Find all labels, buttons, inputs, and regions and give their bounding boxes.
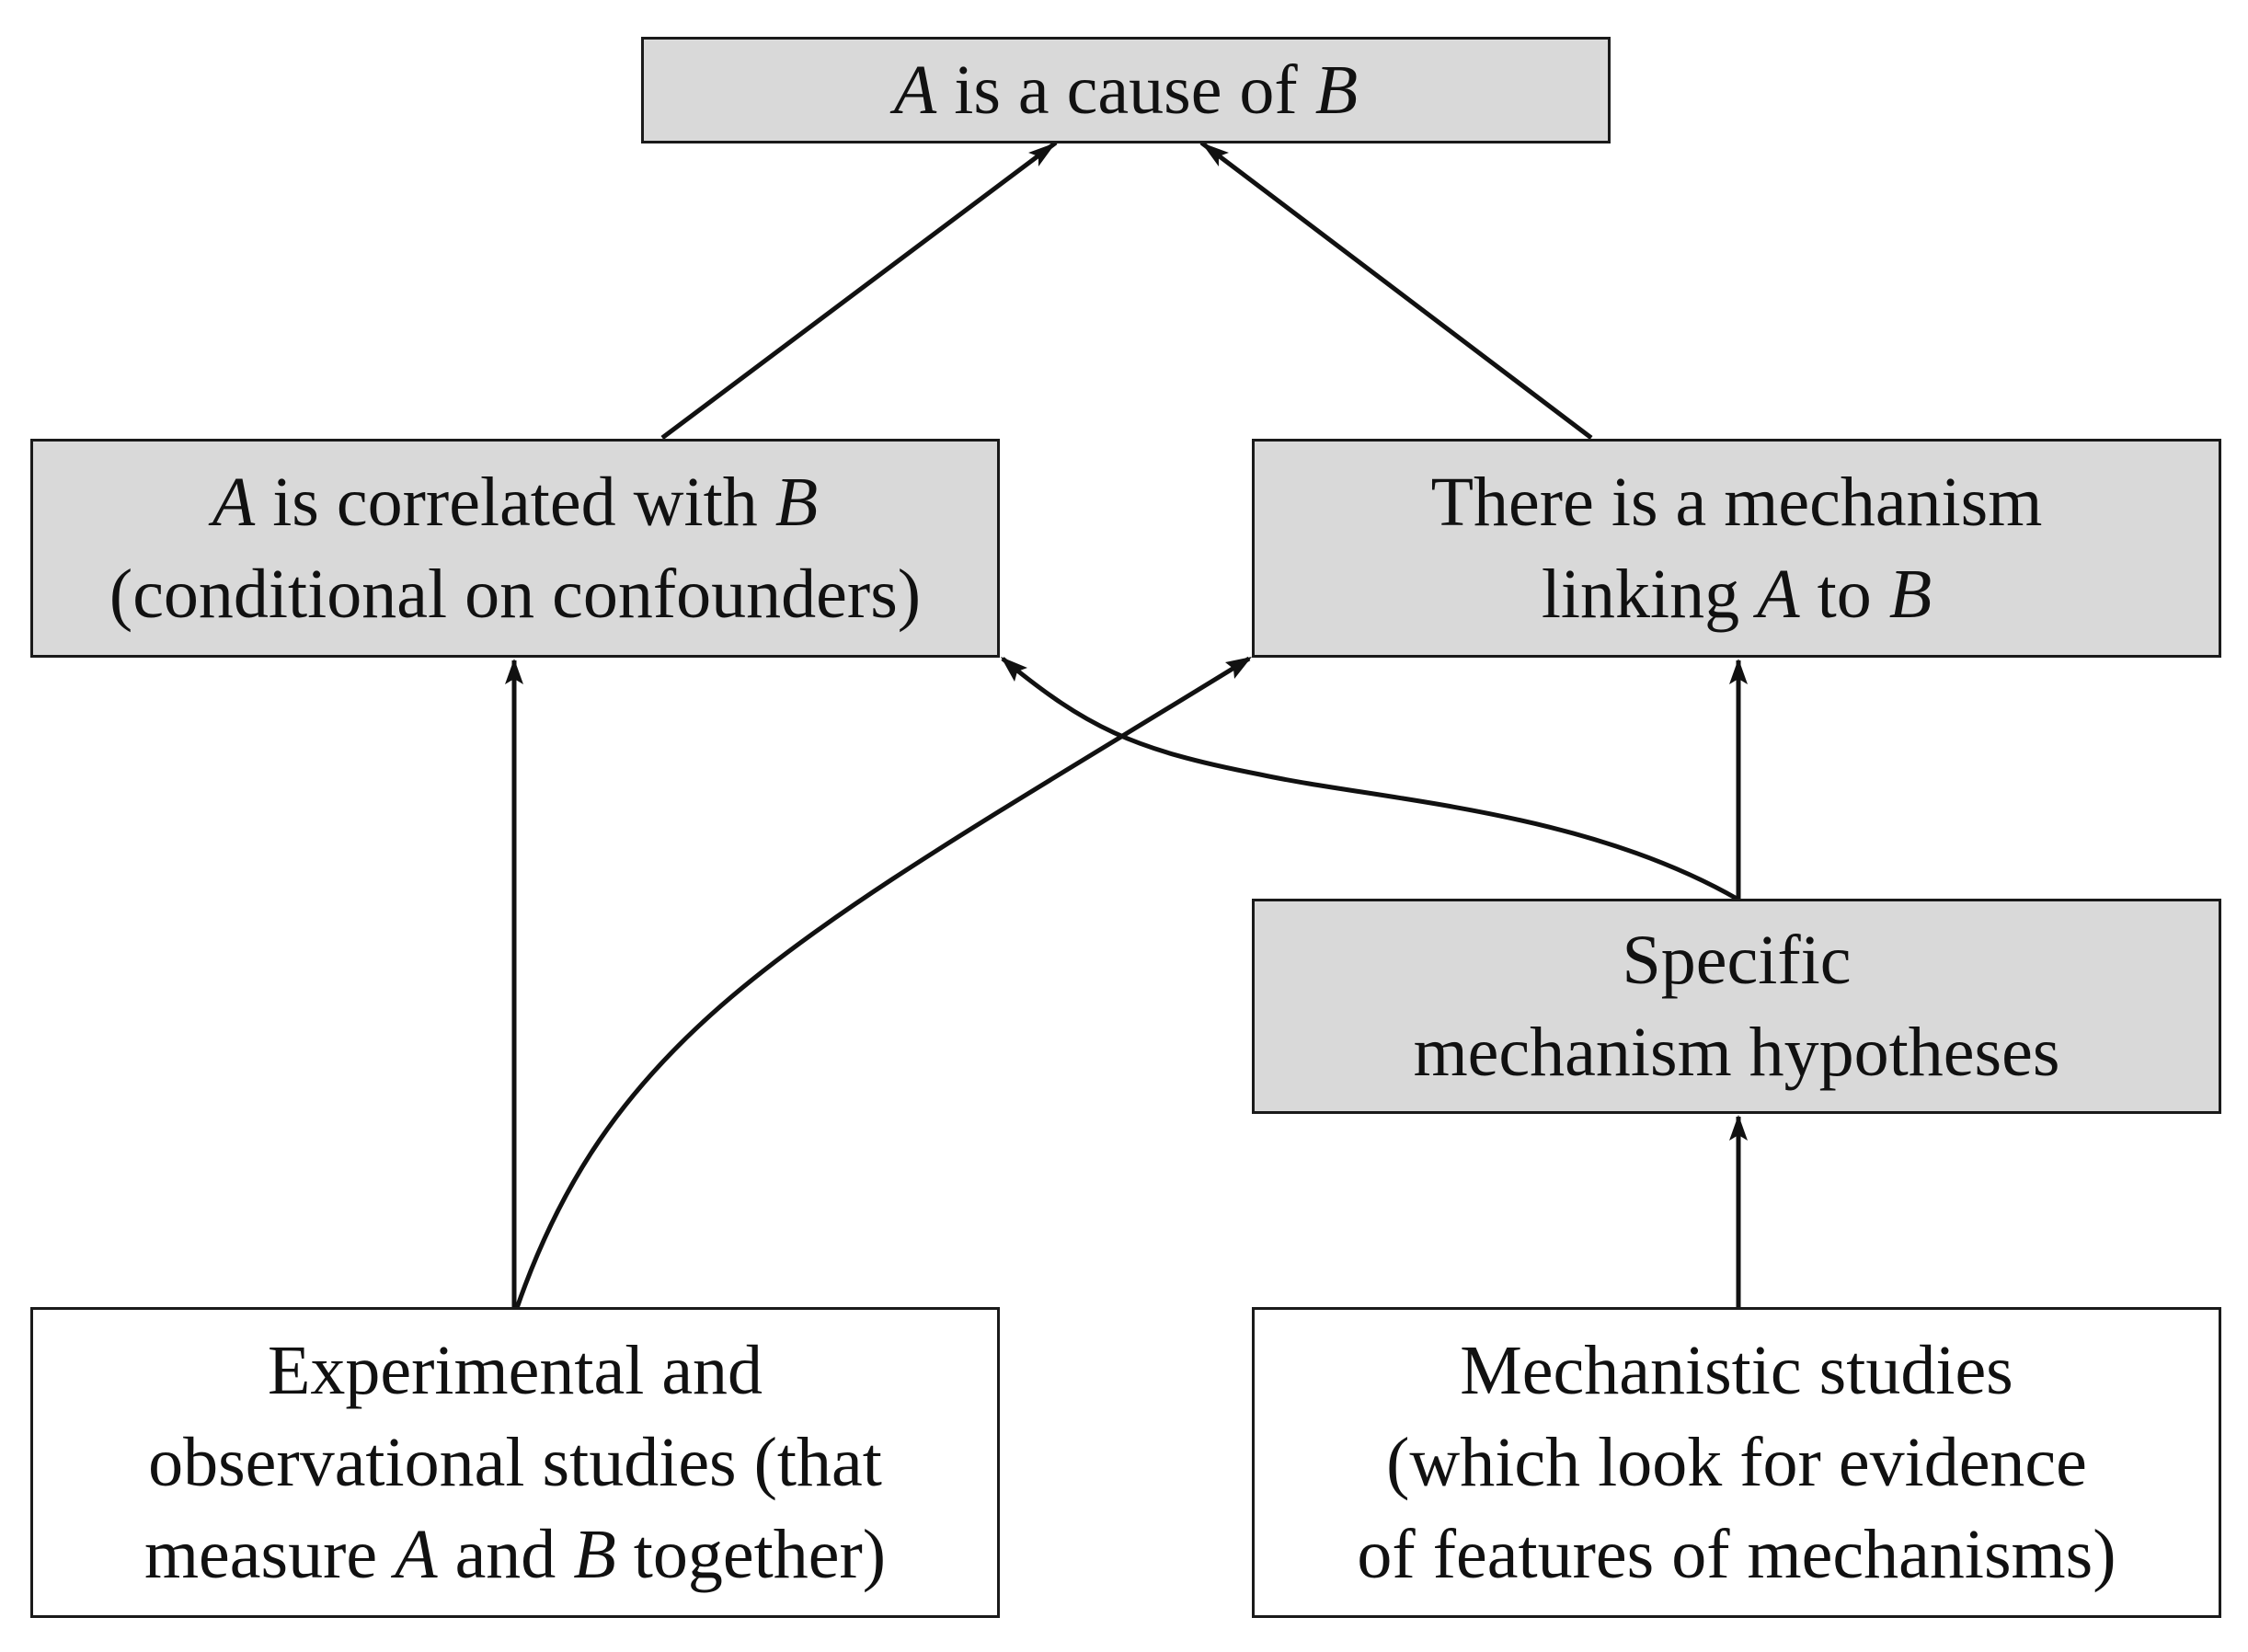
label-text: mechanism hypotheses	[1413, 1014, 2060, 1091]
node-experimental-text: Experimental and observational studies (t…	[144, 1325, 886, 1600]
label-text: (which look for evidence	[1386, 1424, 2087, 1501]
variable-symbol: A	[212, 464, 256, 541]
label-text: Experimental and	[267, 1332, 763, 1409]
node-experimental: Experimental and observational studies (t…	[30, 1307, 1000, 1618]
node-label-line: A is a cause of B	[894, 44, 1358, 136]
node-label-line: measure A and B together)	[144, 1509, 886, 1600]
node-label-line: linking A to B	[1431, 548, 2043, 640]
node-label-line: of features of mechanisms)	[1357, 1509, 2116, 1600]
label-text: measure	[143, 1516, 396, 1593]
edge-correlated-to-cause	[660, 141, 1058, 440]
node-label-line: (conditional on confounders)	[109, 548, 921, 640]
label-text: of features of mechanisms)	[1357, 1516, 2116, 1593]
edge-mechanism-to-cause-head	[1201, 143, 1229, 166]
label-text: to	[1799, 556, 1889, 633]
label-text: Specific	[1622, 922, 1852, 999]
node-cause-text: A is a cause of B	[894, 44, 1358, 136]
node-label-line: There is a mechanism	[1431, 456, 2043, 548]
node-label-line: (which look for evidence	[1357, 1417, 2116, 1509]
node-hypotheses: Specific mechanism hypotheses	[1252, 899, 2221, 1114]
label-text: linking	[1541, 556, 1758, 633]
variable-symbol: B	[1888, 556, 1933, 633]
edge-experimental-to-correlated-head	[505, 659, 523, 684]
edge-hypotheses-to-correlated	[1001, 657, 1740, 902]
edge-mechanistic-to-hypotheses-head	[1729, 1115, 1748, 1141]
label-text: is correlated with	[255, 464, 775, 541]
node-hypotheses-text: Specific mechanism hypotheses	[1414, 914, 2060, 1098]
label-text: There is a mechanism	[1430, 464, 2043, 541]
variable-symbol: A	[395, 1516, 438, 1593]
label-text: Mechanistic studies	[1460, 1332, 2013, 1409]
node-cause: A is a cause of B	[641, 37, 1611, 143]
variable-symbol: A	[893, 52, 937, 129]
node-label-line: mechanism hypotheses	[1414, 1006, 2060, 1098]
label-text: and	[437, 1516, 574, 1593]
label-text: observational studies (that	[148, 1424, 882, 1501]
edge-experimental-to-mechanism-head	[1225, 657, 1252, 679]
variable-symbol: B	[774, 464, 819, 541]
node-label-line: observational studies (that	[144, 1417, 886, 1509]
node-label-line: Specific	[1414, 914, 2060, 1006]
variable-symbol: B	[1314, 52, 1359, 129]
node-correlated-text: A is correlated with B (conditional on co…	[109, 456, 921, 640]
edge-hypotheses-to-correlated-head	[1001, 657, 1027, 682]
node-label-line: Experimental and	[144, 1325, 886, 1417]
variable-symbol: A	[1757, 556, 1800, 633]
label-text: is a cause of	[936, 52, 1315, 129]
node-mechanistic-text: Mechanistic studies (which look for evide…	[1357, 1325, 2116, 1600]
label-text: together)	[615, 1516, 887, 1593]
node-label-line: Mechanistic studies	[1357, 1325, 2116, 1417]
edge-hypotheses-to-mechanism-head	[1729, 659, 1748, 684]
edge-mechanism-to-cause	[1199, 141, 1593, 440]
edge-experimental-to-mechanism	[514, 656, 1251, 1309]
edge-correlated-to-cause-head	[1028, 143, 1056, 166]
node-correlated: A is correlated with B (conditional on co…	[30, 439, 1000, 658]
variable-symbol: B	[573, 1516, 616, 1593]
node-mechanistic: Mechanistic studies (which look for evide…	[1252, 1307, 2221, 1618]
label-text: (conditional on confounders)	[109, 556, 922, 633]
node-label-line: A is correlated with B	[109, 456, 921, 548]
